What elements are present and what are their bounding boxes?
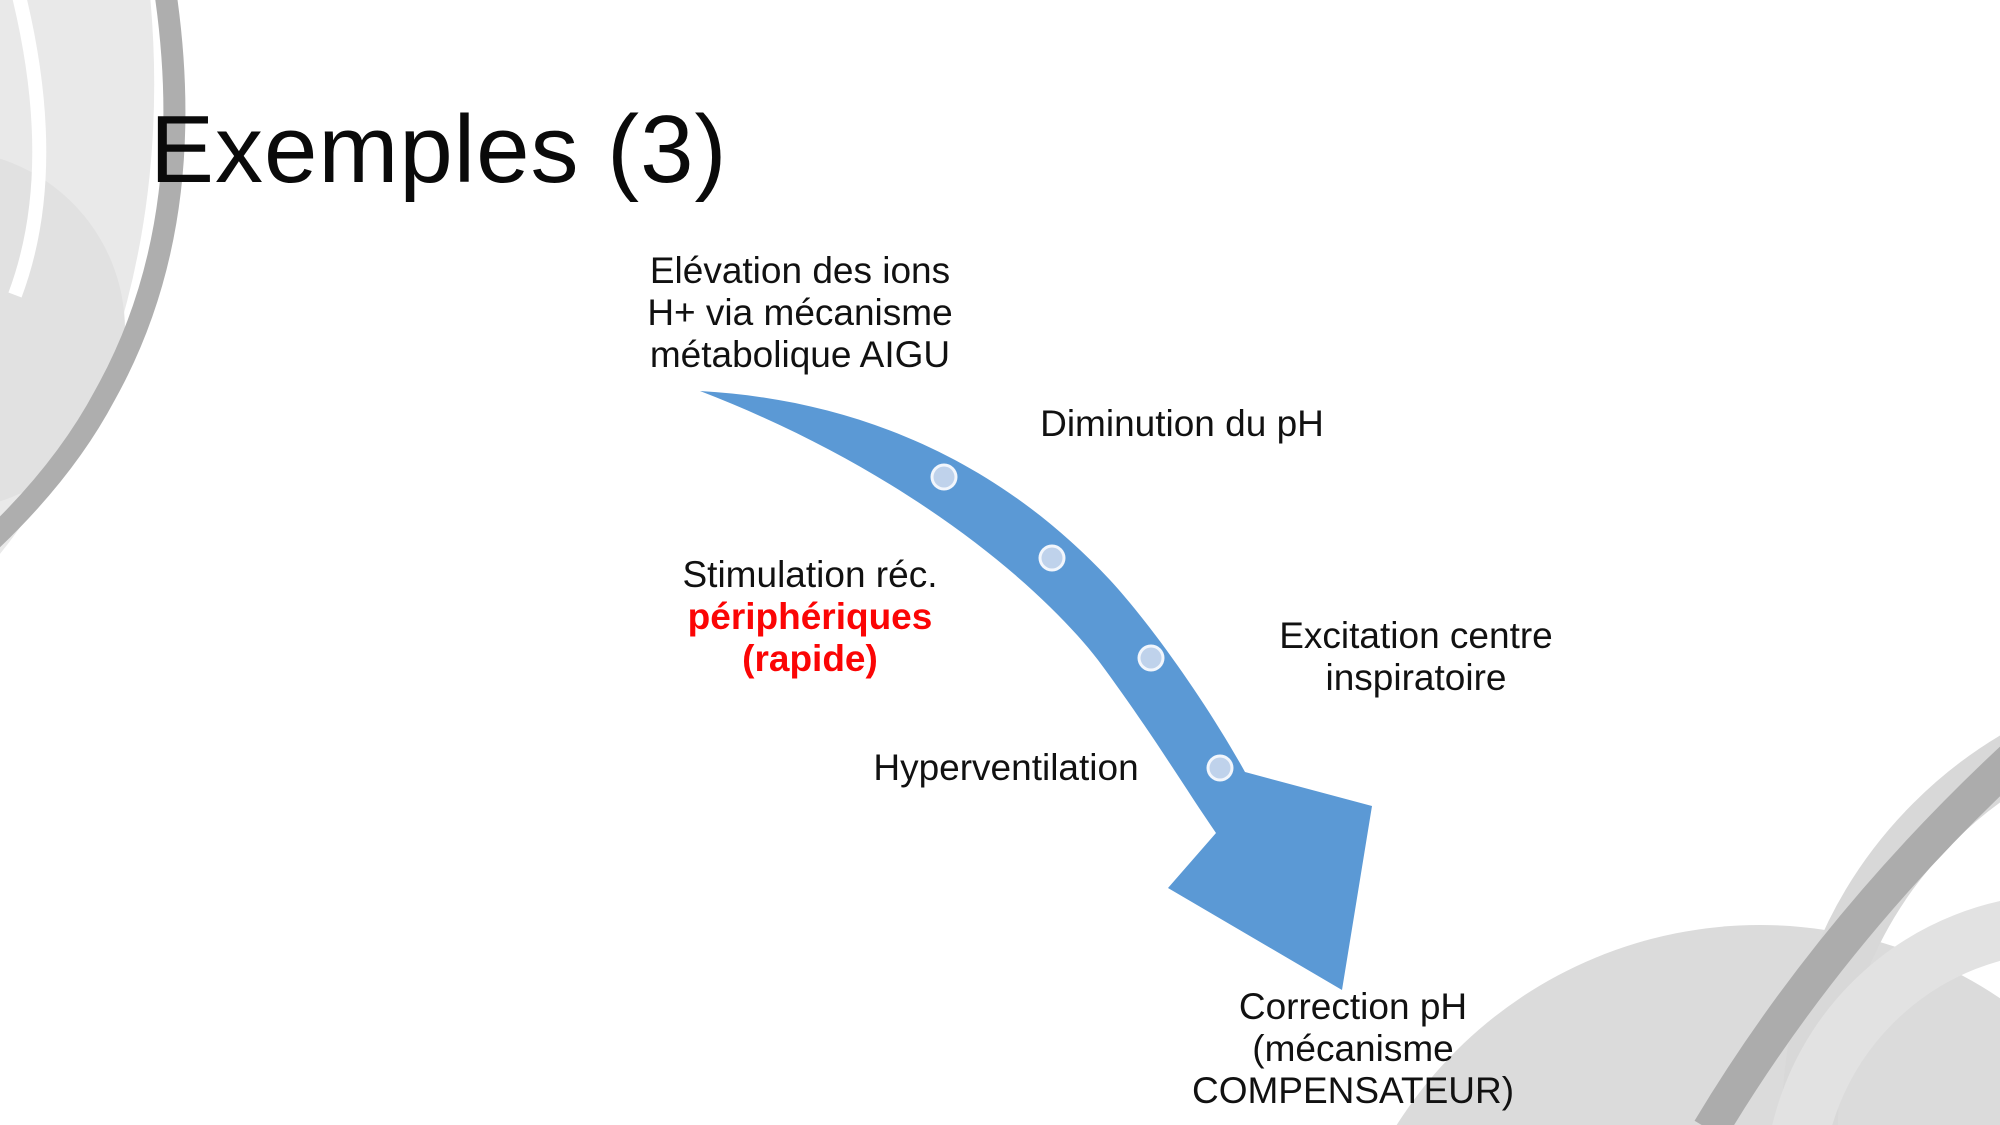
- node-line: Stimulation réc.: [682, 554, 938, 595]
- step-dots: [930, 463, 1234, 782]
- node-line: COMPENSATEUR): [1191, 1070, 1515, 1111]
- process-arrow: [700, 391, 1372, 990]
- node-hyperventilation: Hyperventilation: [873, 747, 1138, 789]
- node-line: (mécanisme: [1252, 1028, 1454, 1069]
- corner-decoration-top-left: [0, 0, 186, 554]
- node-line: Elévation des ions: [649, 250, 951, 291]
- step-dot-1: [933, 466, 955, 488]
- node-line-emphasis: (rapide): [742, 638, 878, 679]
- node-line: métabolique AIGU: [649, 334, 951, 375]
- step-dot-2: [1041, 547, 1063, 569]
- decoration-white-sliver: [8, 0, 47, 298]
- decoration-dark-arc: [0, 0, 186, 548]
- node-line: Hyperventilation: [873, 747, 1139, 788]
- decoration-dark-arc: [1694, 746, 2000, 1125]
- node-line: H+ via mécanisme: [647, 292, 953, 333]
- step-dot-3: [1140, 647, 1162, 669]
- node-line: Diminution du pH: [1040, 403, 1324, 444]
- node-elevation-ions: Elévation des ions H+ via mécanisme méta…: [647, 250, 952, 376]
- node-stimulation-recepteurs: Stimulation réc. périphériques (rapide): [683, 554, 938, 680]
- node-excitation-centre: Excitation centre inspiratoire: [1279, 615, 1553, 699]
- node-line-emphasis: périphériques: [687, 596, 933, 637]
- node-correction-ph: Correction pH (mécanisme COMPENSATEUR): [1192, 986, 1514, 1112]
- corner-decoration-bottom-right: [1396, 735, 2000, 1125]
- node-diminution-ph: Diminution du pH: [1040, 403, 1324, 445]
- node-line: inspiratoire: [1325, 657, 1507, 698]
- page-title: Exemples (3): [150, 96, 728, 203]
- node-line: Excitation centre: [1279, 615, 1553, 656]
- step-dot-4: [1209, 757, 1231, 779]
- node-line: Correction pH: [1238, 986, 1468, 1027]
